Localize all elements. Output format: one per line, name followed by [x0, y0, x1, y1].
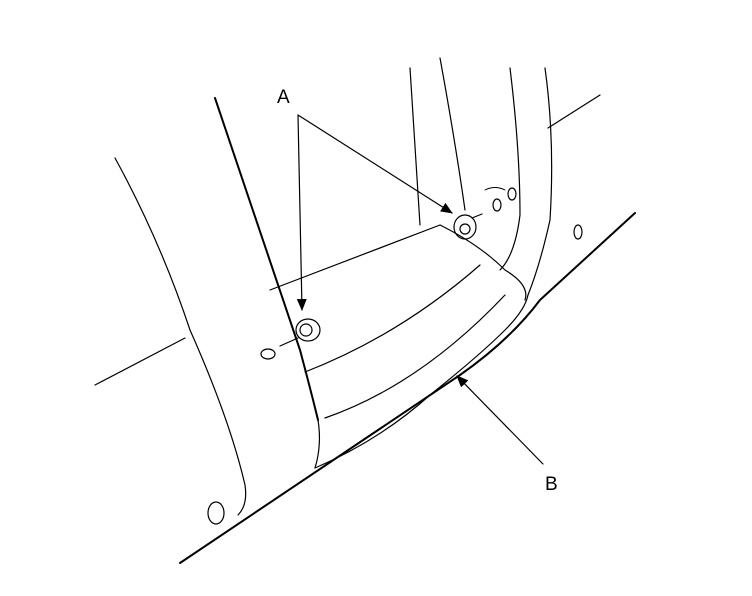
body-line-lower [324, 294, 506, 419]
callout-B-leader [456, 375, 544, 465]
body-line-upper [269, 224, 441, 291]
pillar-line-4 [527, 67, 553, 296]
left-panel-edge [214, 97, 319, 421]
hole-bottom-left-icon [207, 501, 225, 525]
callout-A-label: A [277, 87, 290, 108]
bumper-inner-contour [314, 294, 529, 469]
pillar-line-3 [499, 67, 521, 271]
left-horizontal-panel [94, 337, 186, 386]
callout-A-leader [296, 114, 307, 311]
lower-hole-icon [260, 348, 276, 360]
callout-A-leader-2 [297, 114, 453, 214]
pillar-line-1 [409, 67, 421, 226]
right-upper-panel [547, 94, 601, 129]
bumper-bottom-edge [179, 212, 636, 564]
left-outer-panel [114, 157, 247, 516]
body-line-step [439, 224, 527, 301]
lower-clip-fastener [279, 318, 321, 347]
pillar-line-2 [439, 57, 466, 211]
hole-right-icon [573, 224, 583, 240]
left-inner-panel [314, 419, 321, 469]
callout-B-label: B [545, 474, 558, 495]
body-line-middle [304, 264, 481, 373]
upper-clip-fastener [453, 213, 483, 240]
upper-washer-icon [484, 187, 517, 212]
